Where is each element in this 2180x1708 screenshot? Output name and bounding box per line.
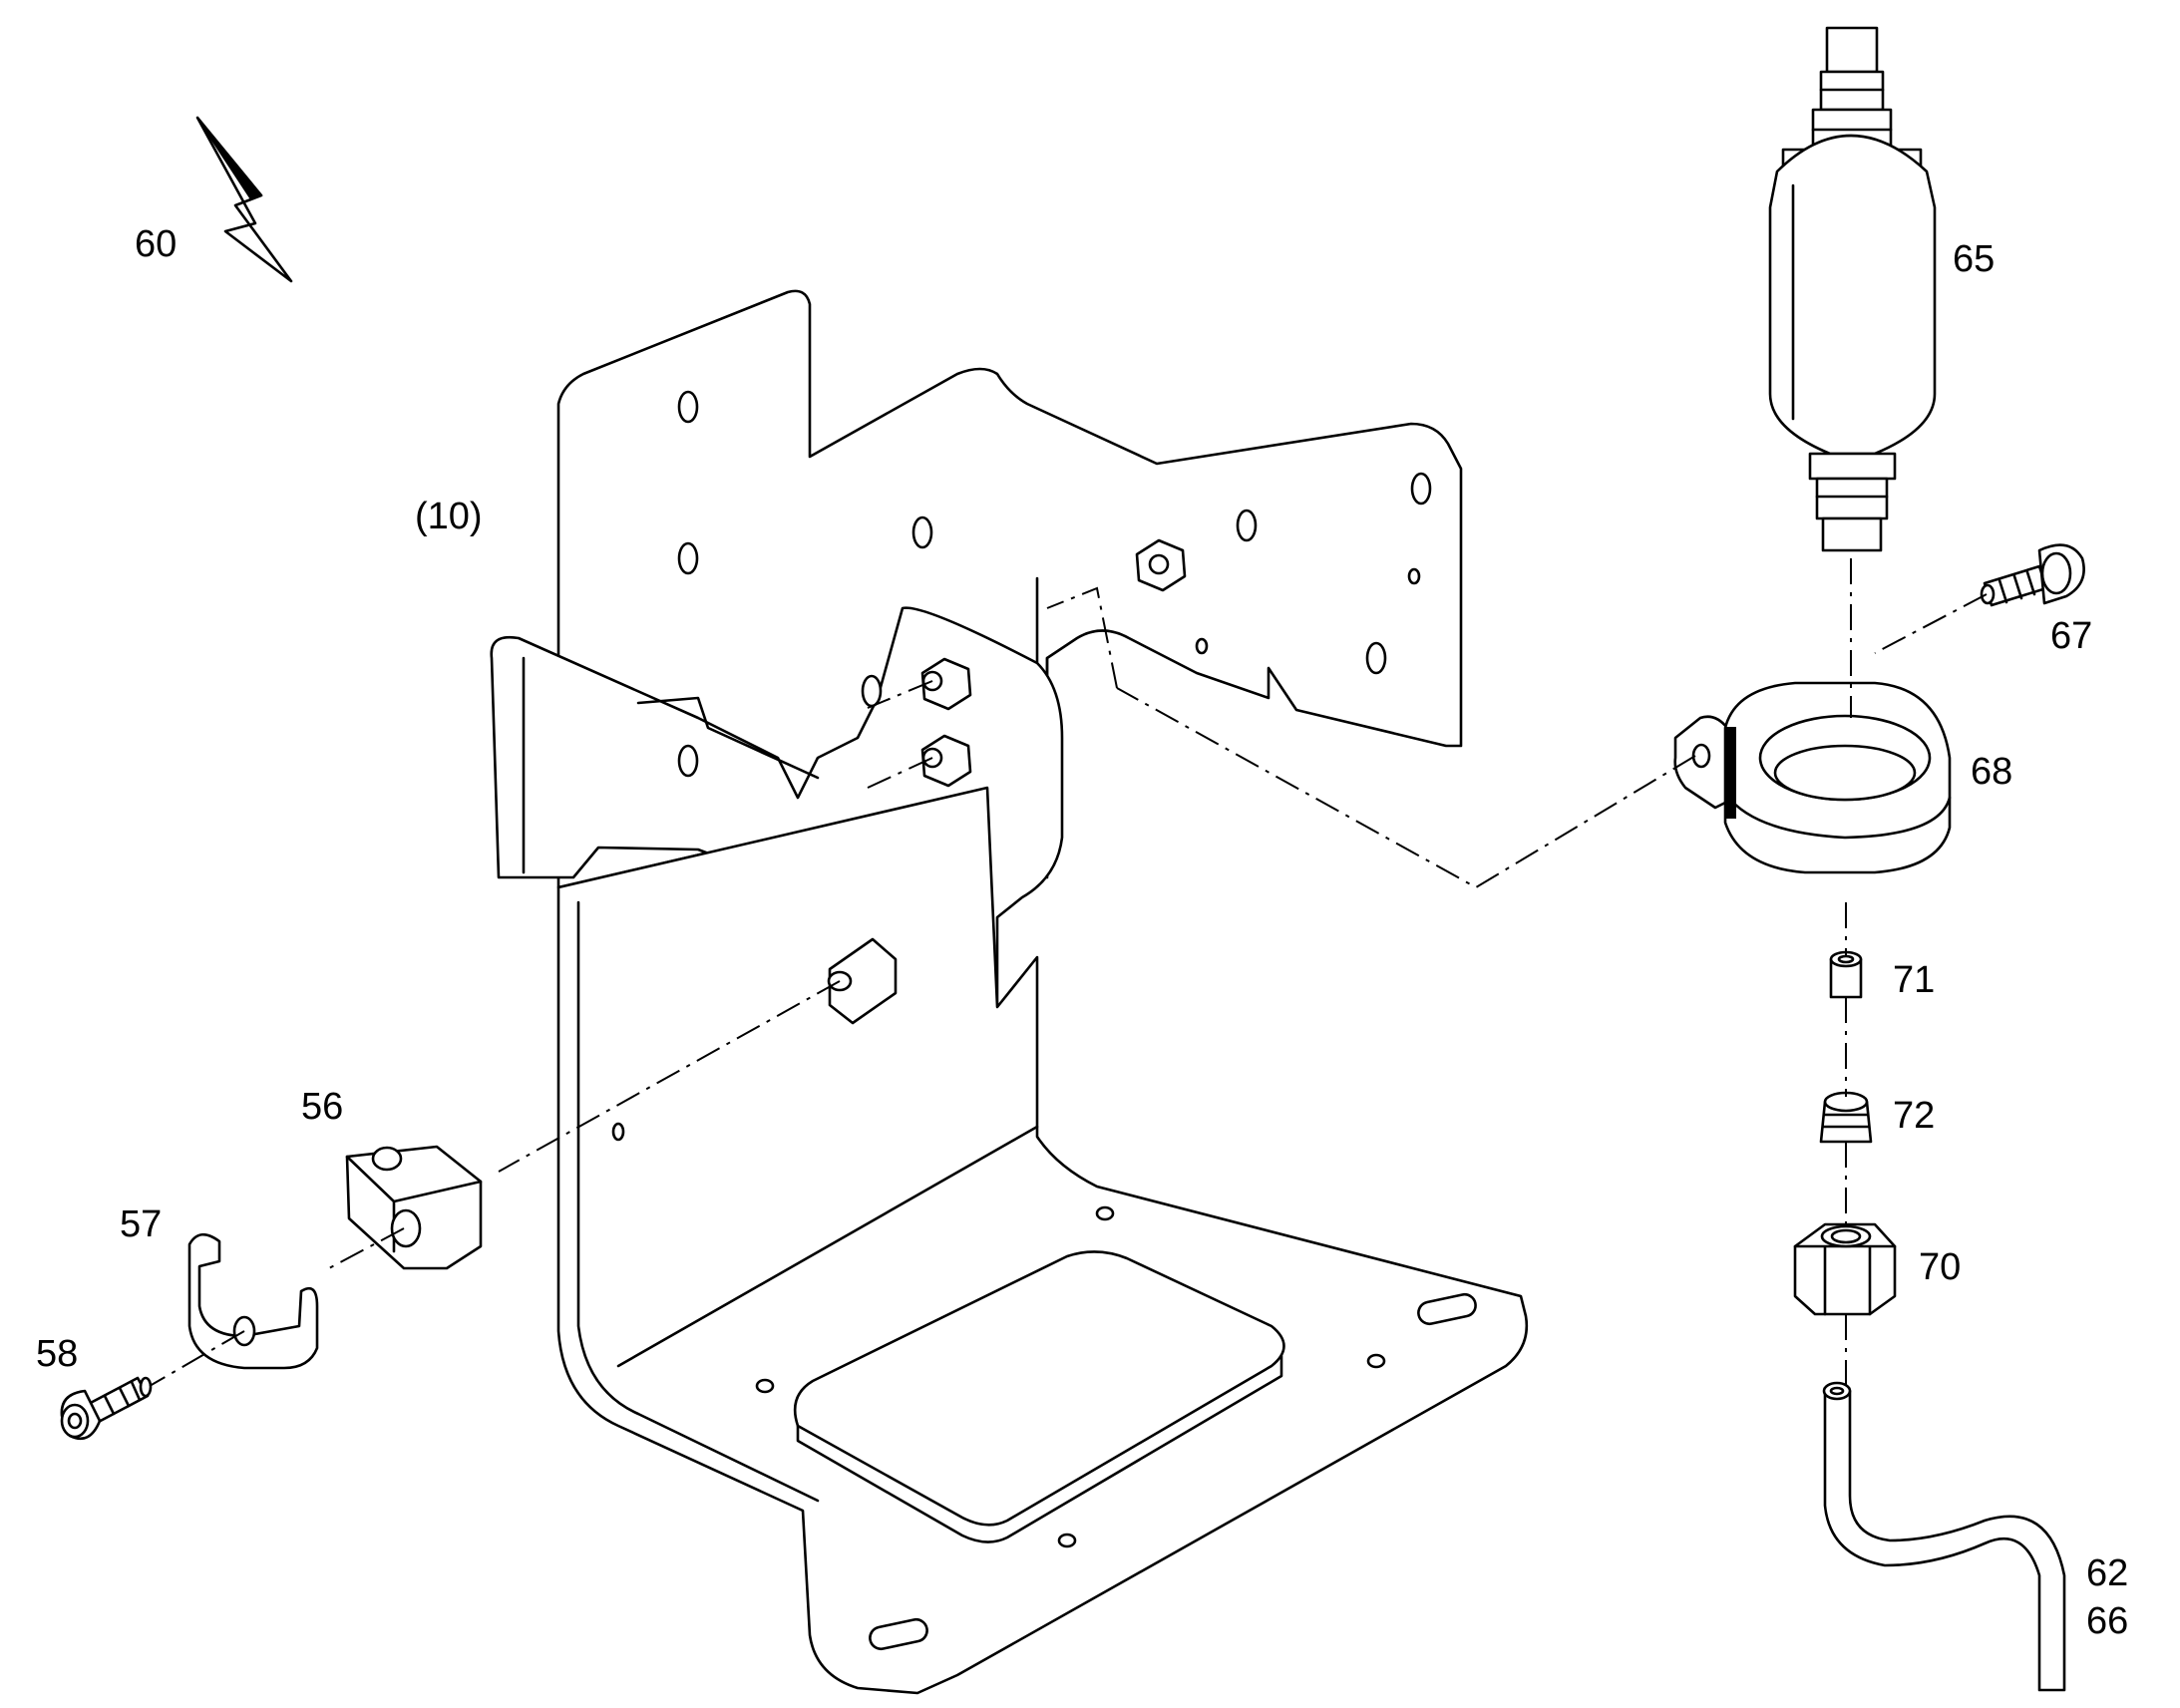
- pipe-clamp: [1673, 681, 1952, 874]
- callout-10: (10): [415, 496, 483, 537]
- callout-65: 65: [1953, 238, 1995, 280]
- callout-58: 58: [36, 1333, 78, 1375]
- screw-58: [60, 1376, 153, 1441]
- callout-67: 67: [2050, 615, 2092, 657]
- callout-70: 70: [1919, 1246, 1961, 1288]
- callout-62: 62: [2086, 1552, 2128, 1594]
- callout-71: 71: [1893, 959, 1935, 1001]
- lightning-bolt-icon: [195, 116, 293, 283]
- callout-68: 68: [1971, 751, 2012, 793]
- bracket-nuts: [827, 538, 1187, 1025]
- callout-72: 72: [1893, 1095, 1935, 1137]
- callout-labels: 60 (10) 65 67 68 71 72 70 62 66 56 57 58: [36, 223, 2128, 1642]
- screw-67: [1980, 543, 2085, 607]
- union-nut-70: [1793, 1222, 1897, 1316]
- fuel-filter: [1768, 26, 1937, 552]
- assembly-lines: [149, 558, 1988, 1391]
- callout-60: 60: [135, 223, 177, 265]
- callout-66: 66: [2086, 1600, 2128, 1642]
- clamp-block-56: [345, 1145, 483, 1270]
- sleeve-72: [1819, 1091, 1873, 1144]
- mounting-bracket: [490, 289, 1529, 1695]
- ferrule-71: [1829, 950, 1863, 999]
- callout-56: 56: [301, 1086, 343, 1128]
- clip-57: [187, 1232, 319, 1370]
- fuel-tube: [1822, 1381, 2066, 1692]
- callout-57: 57: [120, 1203, 162, 1245]
